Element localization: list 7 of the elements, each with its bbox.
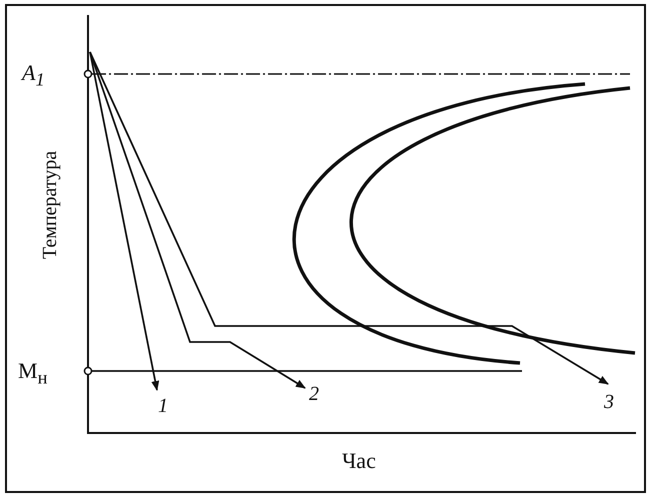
curve-number: 2: [309, 384, 319, 404]
curve-number: 3: [604, 392, 614, 412]
temperature-mark-label: A$_{1}$: [22, 62, 45, 89]
curve-number: 1: [158, 396, 168, 416]
axis-title: Температура: [40, 150, 60, 260]
temperature-mark-label: M$_{н}$: [18, 360, 48, 387]
axis-title: Час: [342, 450, 376, 472]
